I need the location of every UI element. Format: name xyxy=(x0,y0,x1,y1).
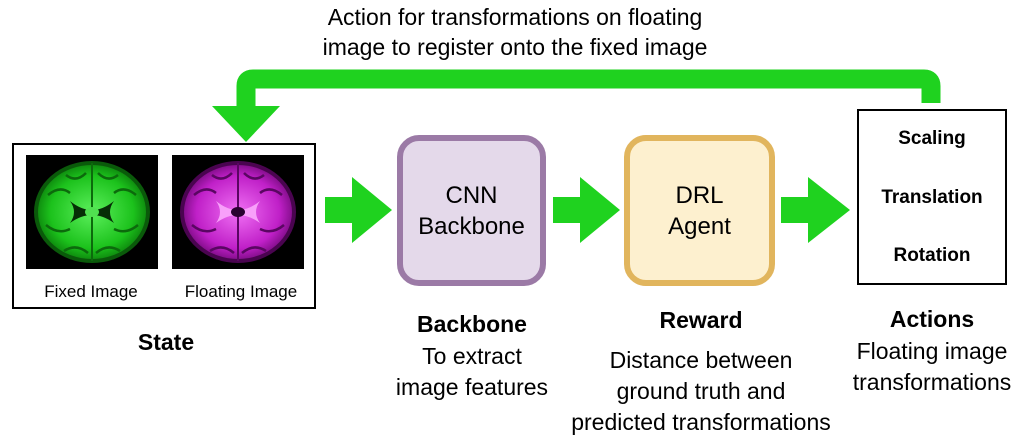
cnn-backbone-box: CNN Backbone xyxy=(397,135,546,286)
floating-image-label: Floating Image xyxy=(184,282,298,301)
floating-brain-scan xyxy=(180,161,296,263)
reward-title: Reward xyxy=(659,307,743,333)
reward-description-line: predicted transformations xyxy=(571,409,831,435)
reward-description-line: ground truth and xyxy=(616,378,786,404)
state-title: State xyxy=(137,329,195,355)
reward-description: Distance between ground truth and predic… xyxy=(546,345,856,438)
cnn-backbone-line: Backbone xyxy=(418,212,525,240)
feedback-caption: Action for transformations on floating i… xyxy=(230,2,800,62)
state-box: Fixed Image Floating Image xyxy=(12,143,316,309)
backbone-description: To extract image features xyxy=(362,341,582,403)
feedback-caption-line: Action for transformations on floating xyxy=(327,4,703,30)
fixed-image-label: Fixed Image xyxy=(44,282,138,301)
action-scaling: Scaling xyxy=(898,128,966,149)
action-rotation: Rotation xyxy=(893,245,971,266)
backbone-title: Backbone xyxy=(417,311,527,337)
drl-agent-line: Agent xyxy=(668,212,731,240)
backbone-description-line: image features xyxy=(395,374,549,400)
actions-description-line: transformations xyxy=(852,369,1012,395)
actions-description-line: Floating image xyxy=(856,338,1008,364)
feedback-arrowhead xyxy=(212,106,280,142)
reward-description-line: Distance between xyxy=(609,347,793,373)
action-translation: Translation xyxy=(881,187,983,208)
arrow-agent-to-actions xyxy=(781,177,850,243)
actions-box: Scaling Translation Rotation xyxy=(857,109,1007,285)
drl-agent-line: DRL xyxy=(675,181,724,209)
arrow-state-to-backbone xyxy=(325,177,392,243)
drl-agent-box: DRL Agent xyxy=(624,135,775,286)
arrow-backbone-to-agent xyxy=(553,177,620,243)
actions-description: Floating image transformations xyxy=(832,336,1032,398)
fixed-brain-scan xyxy=(34,161,150,263)
cnn-backbone-line: CNN xyxy=(445,181,498,209)
feedback-caption-line: image to register onto the fixed image xyxy=(322,34,708,60)
backbone-description-line: To extract xyxy=(422,343,522,369)
floating-image xyxy=(172,155,304,269)
fixed-image xyxy=(26,155,158,269)
feedback-arrow xyxy=(236,69,941,108)
actions-title: Actions xyxy=(889,306,975,332)
